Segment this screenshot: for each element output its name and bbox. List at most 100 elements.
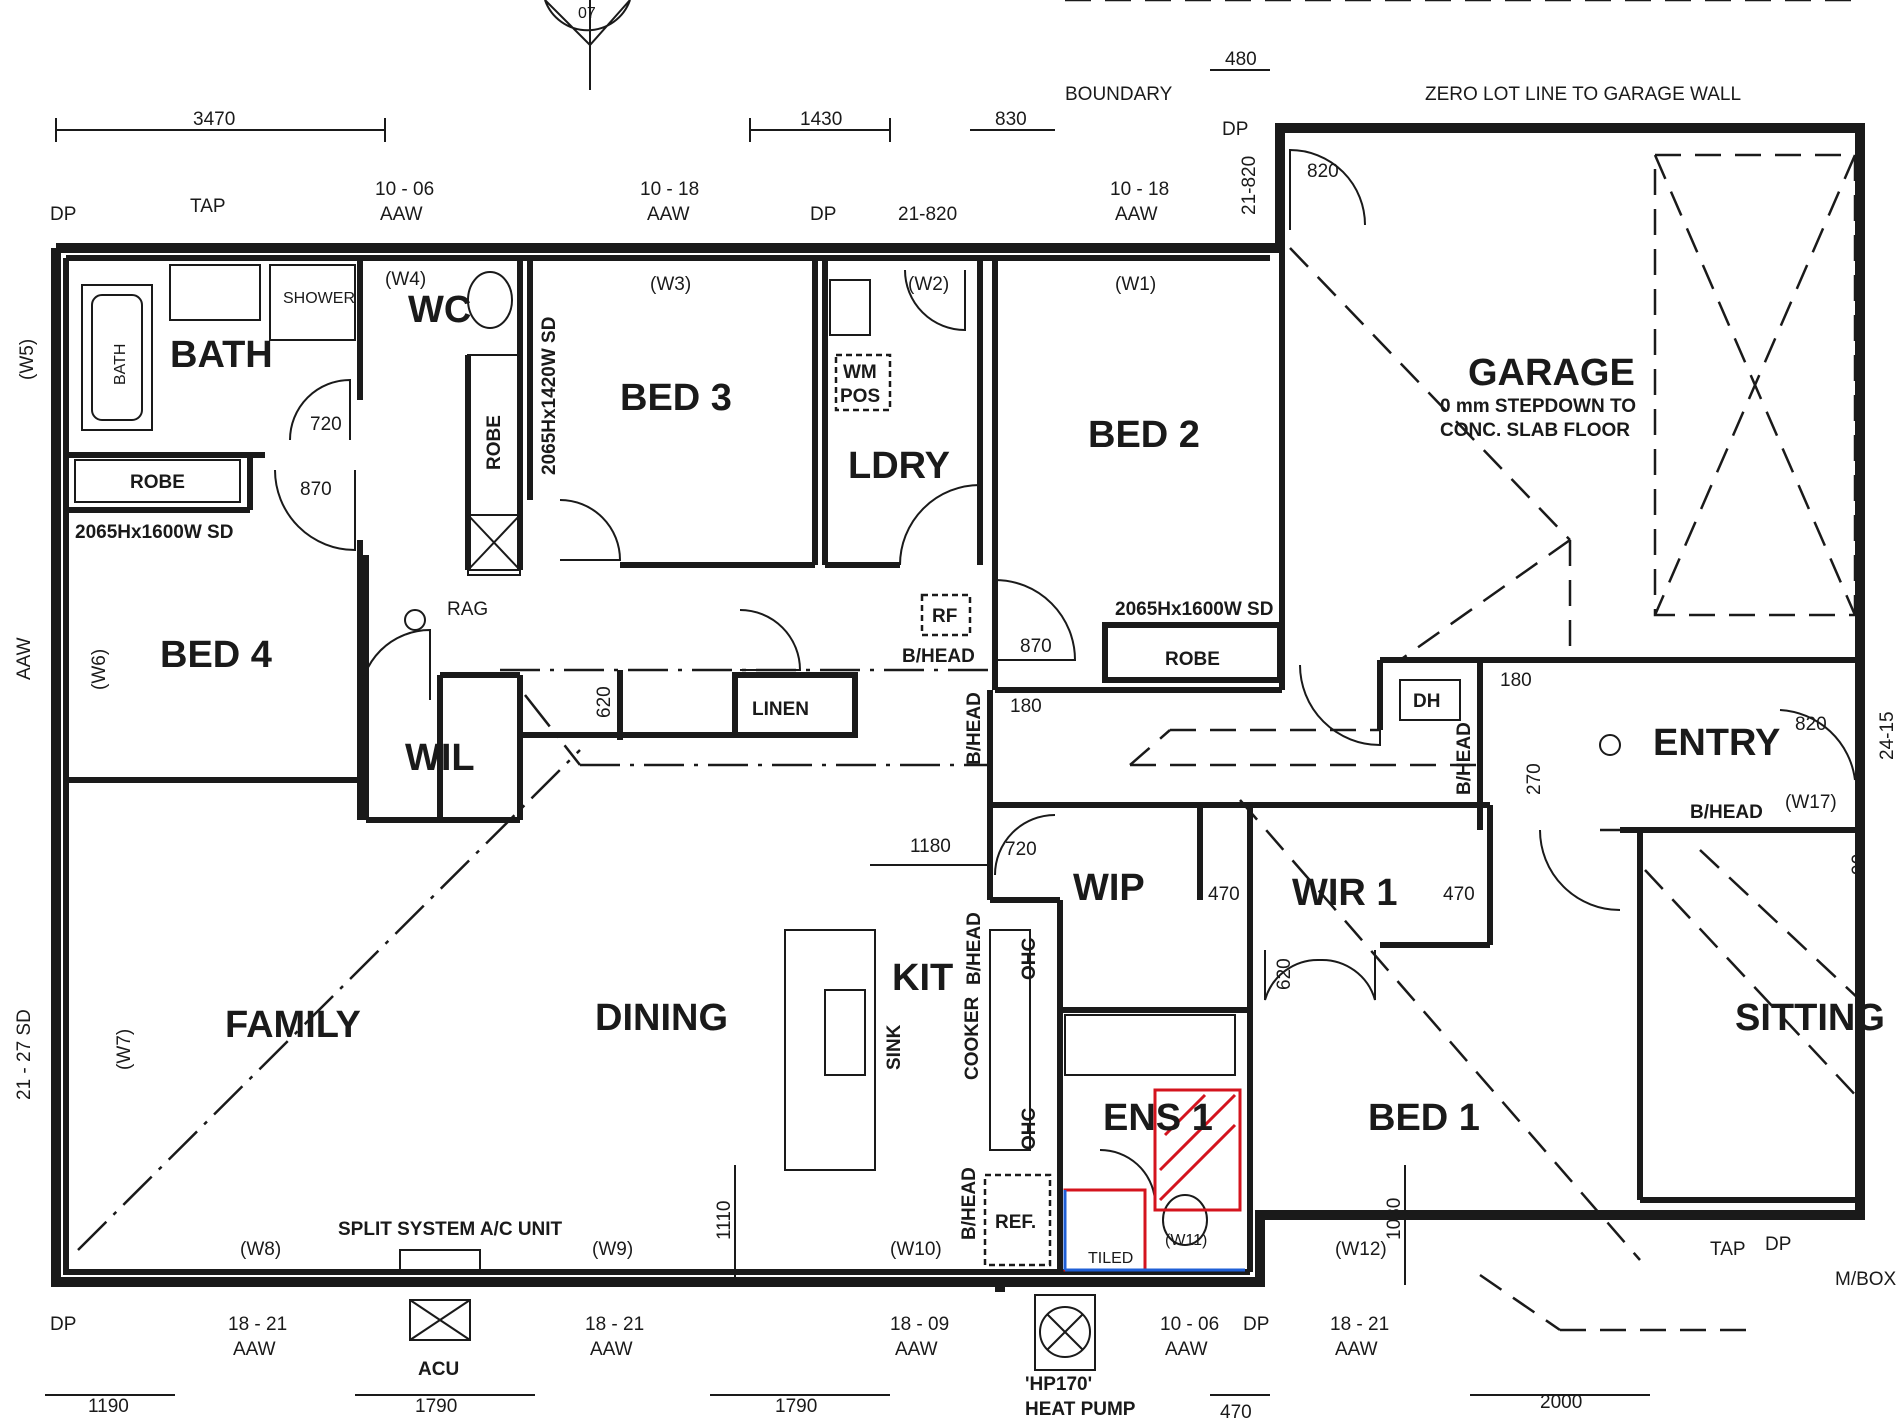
room-ldry: LDRY [848, 445, 950, 487]
note-dh: DH [1413, 691, 1440, 712]
window-w11: (W11) [1165, 1232, 1207, 1249]
note-aaw-side: AAW [14, 637, 35, 680]
note-dp-3: DP [1222, 119, 1248, 140]
dim-1180: 1180 [910, 836, 951, 857]
wsize-bot-1: 18 - 21 [228, 1314, 287, 1335]
wsize-bot-5: 18 - 21 [1330, 1314, 1389, 1335]
room-dining: DINING [595, 997, 728, 1039]
room-wil: WIL [405, 737, 475, 779]
aaw-bot-3: AAW [895, 1339, 938, 1360]
note-ohc-1: OHC [1019, 938, 1040, 981]
note-linen: LINEN [752, 699, 809, 720]
dim-830: 830 [995, 109, 1027, 130]
aaw-bot-4: AAW [1165, 1339, 1208, 1360]
aaw-bot-5: AAW [1335, 1339, 1378, 1360]
external-walls [51, 123, 1865, 1292]
note-bhead-5: B/HEAD [964, 912, 985, 985]
wsize-top-2: 10 - 18 [640, 179, 699, 200]
dim-180-b: 180 [1500, 670, 1532, 691]
note-robe-bath: ROBE [130, 472, 185, 493]
dim-180-a: 180 [1010, 696, 1042, 717]
dim-470-a: 470 [1208, 884, 1240, 905]
dim-1110: 1110 [714, 1201, 735, 1240]
room-bed4: BED 4 [160, 634, 272, 676]
dim-480: 480 [1225, 49, 1257, 70]
dim-3470: 3470 [193, 109, 235, 130]
note-bathtub: BATH [112, 344, 129, 385]
note-cooker: COOKER [962, 996, 983, 1080]
window-w2: (W2) [908, 274, 949, 295]
note-stepdown-2: CONC. SLAB FLOOR [1440, 420, 1630, 441]
aaw-top-4: AAW [1115, 204, 1158, 225]
window-w8: (W8) [240, 1239, 281, 1260]
aaw-bot-1: AAW [233, 1339, 276, 1360]
note-sd-vertical: 21 - 27 SD [14, 1009, 35, 1100]
note-dp-2: DP [810, 204, 836, 225]
note-tap-2: TAP [1710, 1239, 1746, 1260]
note-robe-sd-1: 2065Hx1600W SD [75, 522, 233, 543]
note-bhead-1: B/HEAD [902, 646, 975, 667]
note-split: SPLIT SYSTEM A/C UNIT [338, 1219, 563, 1240]
dim-270: 270 [1524, 763, 1545, 795]
note-hp-2: HEAT PUMP [1025, 1399, 1136, 1420]
window-w6: (W6) [89, 649, 110, 690]
dim-820: 820 [1307, 161, 1339, 182]
ensuite-tiled-area [1063, 1088, 1245, 1272]
window-w10: (W10) [890, 1239, 942, 1260]
note-rag: RAG [447, 599, 488, 620]
dimension-lines [45, 0, 1650, 1396]
plan-notes: BOUNDARY ZERO LOT LINE TO GARAGE WALL 0 … [14, 84, 1897, 1420]
window-w3: (W3) [650, 274, 691, 295]
room-wc: WC [408, 289, 471, 331]
room-family: FAMILY [225, 1004, 361, 1046]
window-w9: (W9) [592, 1239, 633, 1260]
wsize-bot-4: 10 - 06 [1160, 1314, 1219, 1335]
note-tiled: TILED [1088, 1250, 1133, 1267]
note-zero-lot: ZERO LOT LINE TO GARAGE WALL [1425, 84, 1741, 105]
note-ref: REF. [995, 1212, 1036, 1233]
dim-870-b: 870 [1020, 636, 1052, 657]
note-robe-sd-2: 2065Hx1600W SD [1115, 599, 1273, 620]
dim-820-b: 820 [1795, 714, 1827, 735]
fixtures [74, 264, 1621, 1371]
room-labels: BATH WC BED 3 LDRY BED 2 GARAGE BED 4 WI… [160, 289, 1885, 1139]
wsize-bot-2: 18 - 21 [585, 1314, 644, 1335]
wsize-side-1: 21-820 [1239, 156, 1260, 215]
dim-720-b: 720 [1005, 839, 1037, 860]
dim-620-a: 620 [594, 686, 615, 718]
note-robe-wc: ROBE [484, 415, 505, 470]
window-w4: (W4) [385, 269, 426, 290]
window-sizes: 10 - 06 AAW 10 - 18 AAW 21-820 10 - 18 A… [228, 156, 1898, 1360]
dim-1030: 1030 [1384, 1198, 1405, 1240]
note-acu: ACU [418, 1359, 459, 1380]
dim-870-a: 870 [300, 479, 332, 500]
dim-720-a: 720 [310, 414, 342, 435]
window-w17: (W17) [1785, 792, 1837, 813]
note-dp-5: DP [1243, 1314, 1269, 1335]
window-w7: (W7) [114, 1029, 135, 1070]
aaw-bot-2: AAW [590, 1339, 633, 1360]
dimension-labels: 3470 1430 830 480 820 720 870 870 180 18… [88, 49, 1870, 1423]
note-wm-2: POS [840, 386, 880, 407]
note-shower: SHOWER [283, 290, 355, 307]
room-bed2: BED 2 [1088, 414, 1200, 456]
note-bhead-6: B/HEAD [959, 1167, 980, 1240]
note-bhead-3: B/HEAD [964, 692, 985, 765]
note-dp-6: DP [1765, 1234, 1791, 1255]
wsize-top-4: 10 - 18 [1110, 179, 1169, 200]
wsize-top-1: 10 - 06 [375, 179, 434, 200]
note-ohc-2: OHC [1019, 1108, 1040, 1151]
note-dp-4: DP [50, 1314, 76, 1335]
dim-bot-1790-a: 1790 [415, 1396, 457, 1417]
dim-bot-1190: 1190 [88, 1396, 129, 1417]
room-bed1: BED 1 [1368, 1097, 1480, 1139]
note-mbox: M/BOX [1835, 1269, 1897, 1290]
room-bath: BATH [170, 334, 273, 376]
room-wip: WIP [1073, 867, 1145, 909]
note-hp-1: 'HP170' [1025, 1374, 1092, 1395]
note-rf: RF [932, 606, 957, 627]
aaw-top-2: AAW [647, 204, 690, 225]
room-garage: GARAGE [1468, 352, 1635, 394]
room-sitting: SITTING [1735, 997, 1885, 1039]
